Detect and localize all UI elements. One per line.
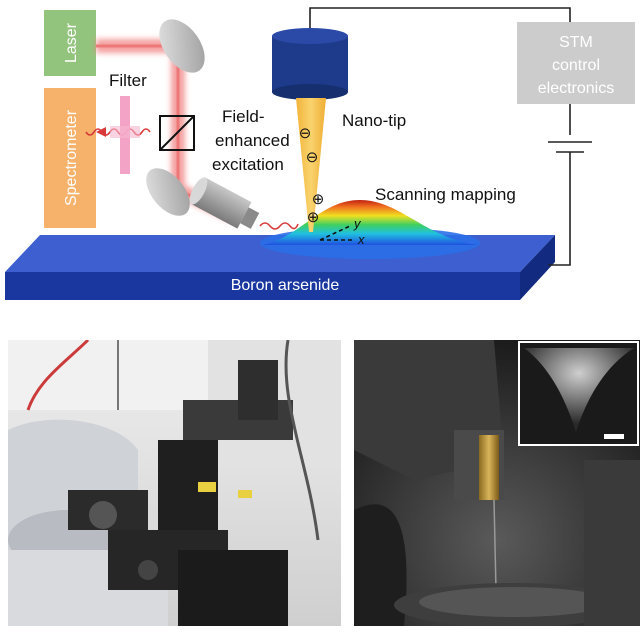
tip-closeup-photo	[354, 340, 640, 626]
filter-glow	[110, 126, 140, 138]
charge-minus-1: ⊖	[299, 125, 312, 142]
filter-label: Filter	[109, 71, 147, 90]
objective-lens	[189, 177, 260, 229]
signal-arrowhead	[96, 127, 106, 137]
nano-tip-label: Nano-tip	[342, 111, 406, 130]
scanning-map-surface	[260, 200, 480, 259]
tip-enhanced-raman-schematic: Boron arsenide Scanning mapping y x ⊖ ⊖ …	[5, 7, 635, 300]
stm-label-line1: STM	[559, 34, 593, 51]
axis-y-label: y	[353, 216, 362, 231]
stm-label-line3: electronics	[538, 80, 614, 97]
sem-inset	[518, 341, 639, 446]
stm-control-box	[517, 22, 635, 104]
field-label-line1: Field-	[222, 107, 265, 126]
laser-box	[44, 10, 96, 76]
top-mirror	[159, 19, 205, 73]
lab-setup-photo	[8, 340, 341, 626]
tip-closeup-illustration	[354, 340, 640, 626]
substrate-label: Boron arsenide	[231, 277, 340, 294]
circuit-wire	[309, 7, 592, 266]
xy-axes	[319, 225, 355, 241]
scanning-mapping-label: Scanning mapping	[375, 185, 516, 204]
field-label-line2: enhanced	[215, 131, 290, 150]
nano-tip	[296, 98, 326, 232]
stm-label-line2: control	[552, 57, 600, 74]
beam-splitter	[159, 115, 195, 151]
tip-holder	[272, 28, 348, 100]
spectrometer-box	[44, 88, 96, 228]
spectrometer-label: Spectrometer	[63, 109, 80, 206]
charge-plus-1: ⊕	[312, 191, 325, 208]
charge-plus-2: ⊕	[307, 209, 320, 226]
bottom-mirror	[146, 168, 190, 216]
charge-minus-2: ⊖	[306, 149, 319, 166]
laser-label: Laser	[63, 22, 80, 63]
scale-bar	[604, 434, 624, 439]
field-label-line3: excitation	[212, 155, 284, 174]
lab-setup-illustration	[8, 340, 341, 626]
axis-x-label: x	[357, 232, 365, 247]
